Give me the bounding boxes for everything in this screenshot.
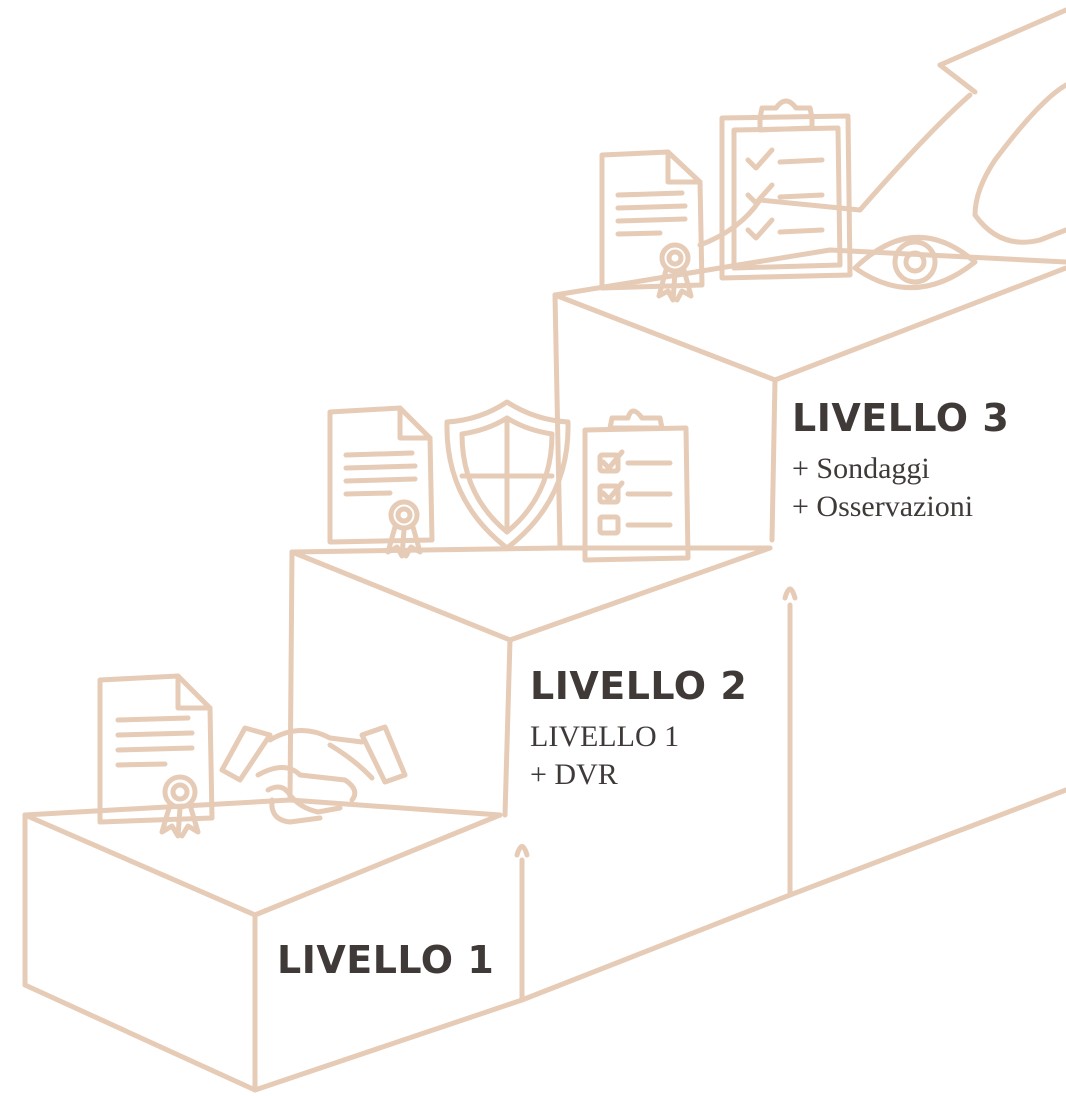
- certificate-icon: [97, 673, 215, 839]
- growth-arrow-icon: [697, 7, 1066, 248]
- level-3-label: LIVELLO 3 + Sondaggi + Osservazioni: [792, 396, 1009, 526]
- level-3-title: LIVELLO 3: [792, 396, 1010, 440]
- level-2-line-2: + DVR: [530, 758, 618, 791]
- level-3-line-2: + Osservazioni: [792, 490, 974, 523]
- level-1-label: LIVELLO 1: [277, 938, 494, 982]
- certificate-icon-3: [599, 149, 705, 303]
- level-3-line-1: + Sondaggi: [792, 452, 930, 485]
- eye-icon: [852, 234, 978, 290]
- checklist-clipboard-icon-3: [719, 98, 853, 281]
- block-level-1: [22, 797, 525, 1093]
- block-level-3: [552, 247, 1066, 898]
- level-2-title: LIVELLO 2: [530, 664, 748, 708]
- level-2-line-1: LIVELLO 1: [530, 720, 680, 753]
- certificate-icon-2: [327, 405, 435, 559]
- handshake-icon: [219, 724, 408, 825]
- level-1-title: LIVELLO 1: [277, 938, 495, 982]
- shield-icon: [444, 399, 571, 551]
- checklist-clipboard-icon: [582, 408, 691, 563]
- level-2-label: LIVELLO 2 LIVELLO 1 + DVR: [530, 664, 747, 794]
